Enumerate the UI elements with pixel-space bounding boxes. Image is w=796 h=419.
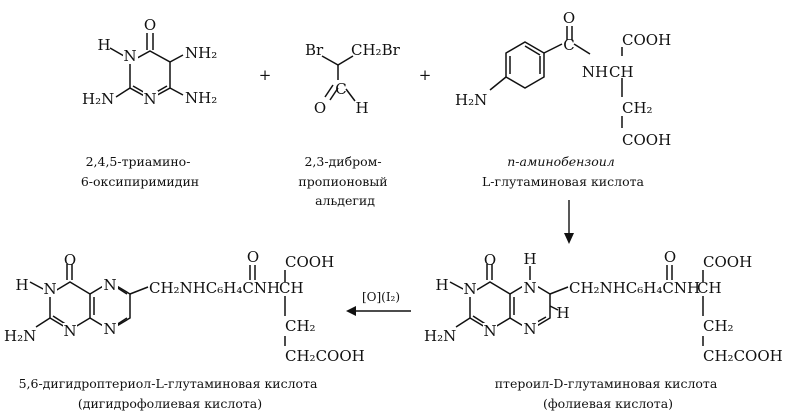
pteroyl-glutamate-caption: птероил-D-глутаминовая кислота (фолиевая… bbox=[495, 376, 722, 411]
n8-atom: N bbox=[523, 320, 536, 338]
paba-glutamate-caption: п-аминобензоил L-глутаминовая кислота bbox=[482, 154, 645, 189]
nh-group: NH bbox=[582, 63, 608, 81]
down-arrow-icon bbox=[564, 200, 574, 244]
oxygen-atom: O bbox=[144, 16, 156, 34]
h2n-group: H₂N bbox=[82, 90, 114, 108]
dihydropteroyl-glutamate-structure: O H N N N N H₂N CH₂NHC₆H₄CNH O COOH CH C… bbox=[4, 248, 365, 411]
left-arrow-icon bbox=[346, 306, 411, 316]
ch2-group: CH₂ bbox=[703, 317, 734, 335]
hydrogen-atom: H bbox=[355, 99, 368, 117]
ch-group: CH bbox=[279, 279, 304, 297]
ch2-group: CH₂ bbox=[285, 317, 316, 335]
oxygen-atom: O bbox=[563, 9, 575, 27]
ch2br-group: CH₂Br bbox=[351, 41, 401, 59]
carbon-atom: C bbox=[335, 80, 346, 98]
n1-atom: N bbox=[43, 280, 56, 298]
dibromopropanal-caption: 2,3-дибром- пропионовый альдегид bbox=[298, 154, 391, 208]
cooh-bottom-group: COOH bbox=[622, 131, 671, 149]
n5-atom: N bbox=[523, 279, 536, 297]
ch2cooh-group: CH₂COOH bbox=[285, 347, 365, 365]
caption-line: L-глутаминовая кислота bbox=[482, 174, 645, 189]
caption-line: птероил-D-глутаминовая кислота bbox=[495, 376, 718, 391]
side-chain-group: CH₂NHC₆H₄CNH bbox=[149, 279, 280, 297]
hydrogen-atom: H bbox=[97, 36, 110, 54]
n3-atom: N bbox=[63, 322, 76, 340]
dibromopropanal-structure: Br CH₂Br C O H 2,3-дибром- пропионовый а… bbox=[298, 41, 400, 208]
caption-line: (фолиевая кислота) bbox=[543, 396, 673, 411]
hydrogen-atom: H bbox=[435, 276, 448, 294]
dihydropteroyl-glutamate-caption: 5,6-дигидроптериол-L-глутаминовая кислот… bbox=[19, 376, 322, 411]
hydrogen-c6-atom: H bbox=[556, 304, 569, 322]
plus-sign: + bbox=[259, 66, 272, 84]
ch2-group: CH₂ bbox=[622, 99, 653, 117]
caption-line: 2,3-дибром- bbox=[304, 154, 381, 169]
cooh-top-group: COOH bbox=[622, 31, 671, 49]
ch-group: CH bbox=[697, 279, 722, 297]
h2n-group: H₂N bbox=[424, 327, 456, 345]
pteroyl-glutamate-structure: O H N H N H N N H₂N CH₂NHC₆H₄CNH O COOH … bbox=[424, 248, 783, 411]
caption-line: 5,6-дигидроптериол-L-глутаминовая кислот… bbox=[19, 376, 318, 391]
cooh-group: COOH bbox=[285, 253, 334, 271]
reagent-label: [O](I₂) bbox=[362, 290, 400, 304]
nh2-bottom-group: NH₂ bbox=[185, 89, 217, 107]
hydrogen-atom: H bbox=[15, 276, 28, 294]
paba-glutamate-structure: O C NH CH COOH CH₂ COOH H₂N п-аминобензо… bbox=[455, 9, 671, 189]
n1-atom: N bbox=[123, 47, 136, 65]
h2n-group: H₂N bbox=[455, 91, 487, 109]
nh2-right-group: NH₂ bbox=[185, 44, 217, 62]
oxygen-atom: O bbox=[484, 251, 496, 269]
triaminopyrimidine-caption: 2,4,5-триамино- 6-оксипиримидин bbox=[81, 154, 199, 189]
ch2cooh-group: CH₂COOH bbox=[703, 347, 783, 365]
carbon-atom: C bbox=[563, 36, 574, 54]
side-chain-group: CH₂NHC₆H₄CNH bbox=[569, 279, 700, 297]
cooh-group: COOH bbox=[703, 253, 752, 271]
ch-group: CH bbox=[609, 63, 634, 81]
amide-oxygen-atom: O bbox=[664, 248, 676, 266]
oxygen-atom: O bbox=[314, 99, 326, 117]
bromine-atom: Br bbox=[305, 41, 324, 59]
caption-line: 2,4,5-триамино- bbox=[86, 154, 191, 169]
plus-sign: + bbox=[419, 66, 432, 84]
triaminopyrimidine-structure: O H N NH₂ NH₂ H₂N N 2,4,5-триамино- 6-ок… bbox=[81, 16, 217, 189]
caption-line: пропионовый bbox=[298, 174, 387, 189]
amide-oxygen-atom: O bbox=[247, 248, 259, 266]
caption-line: альдегид bbox=[315, 193, 375, 208]
oxygen-atom: O bbox=[64, 251, 76, 269]
caption-line: (дигидрофолиевая кислота) bbox=[78, 396, 262, 411]
caption-line: 6-оксипиримидин bbox=[81, 174, 199, 189]
caption-line: п-аминобензоил bbox=[507, 154, 615, 169]
n1-atom: N bbox=[463, 280, 476, 298]
n3-atom: N bbox=[483, 322, 496, 340]
hydrogen-n5-atom: H bbox=[523, 250, 536, 268]
h2n-group: H₂N bbox=[4, 327, 36, 345]
n8-atom: N bbox=[103, 320, 116, 338]
n5-atom: N bbox=[103, 276, 116, 294]
n3-atom: N bbox=[143, 90, 156, 108]
